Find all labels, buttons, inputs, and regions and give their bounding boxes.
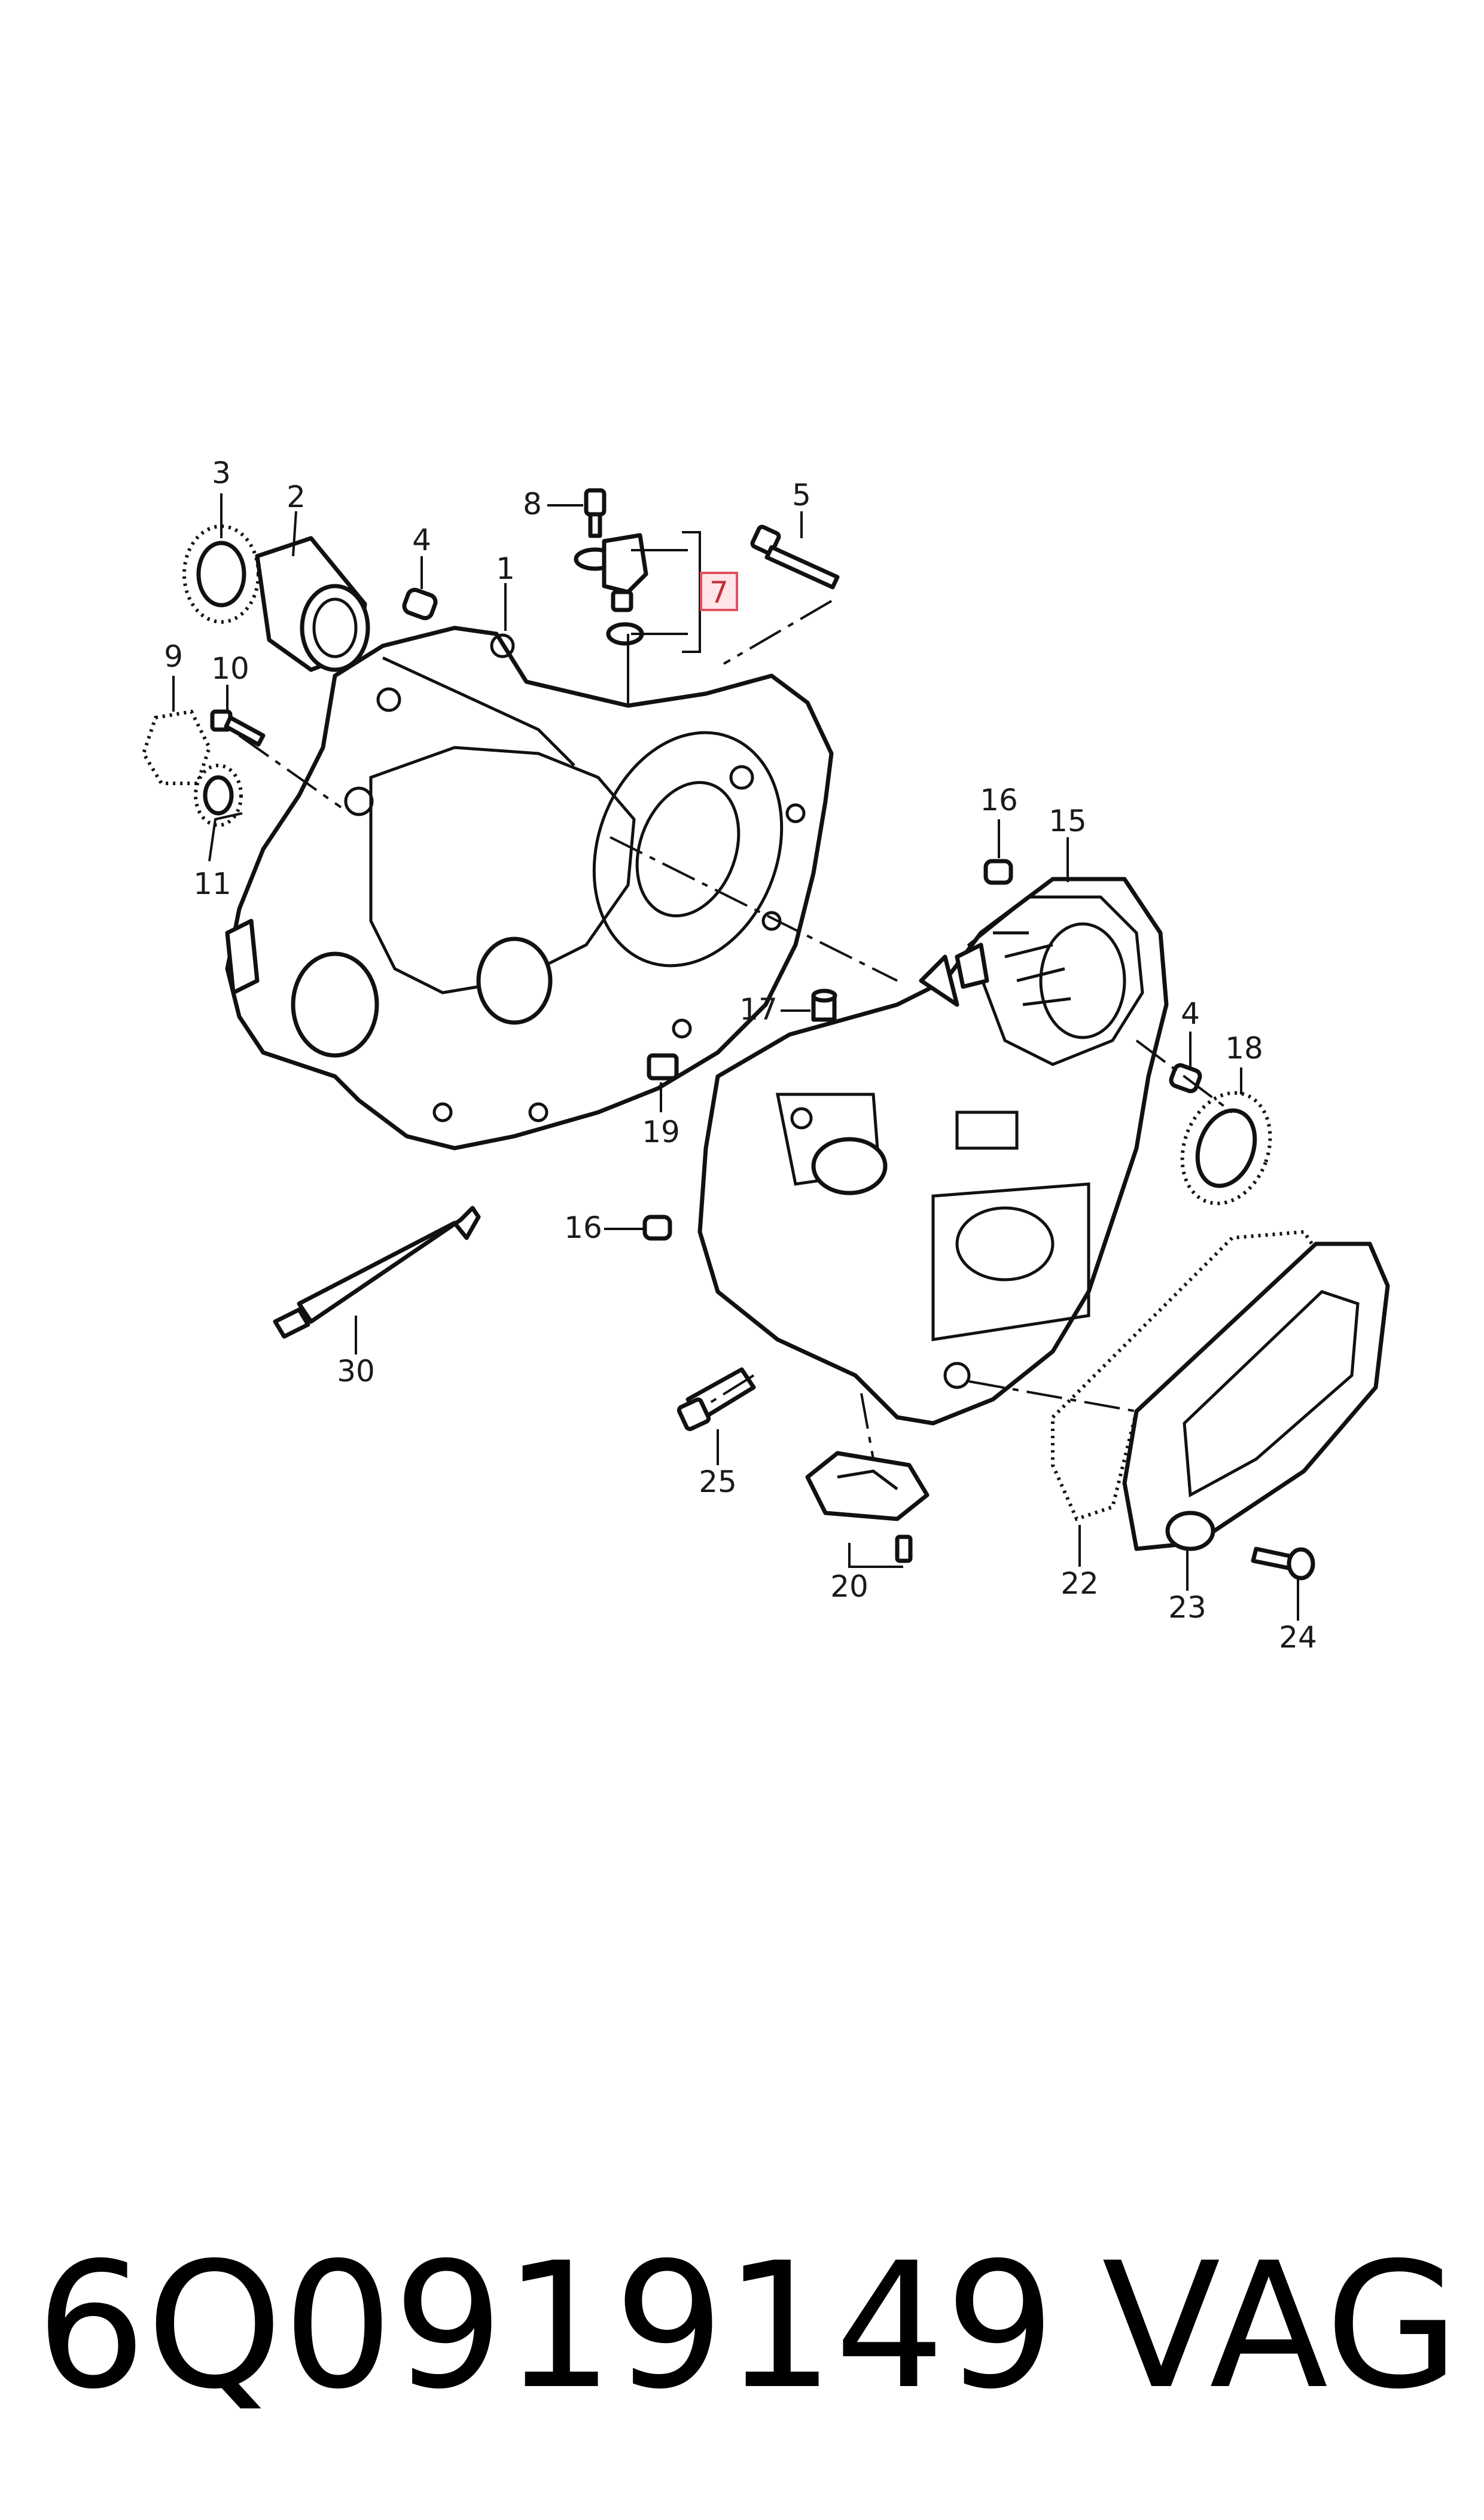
callout-7-highlight-box: [700, 572, 738, 611]
callout-10: 10: [211, 651, 249, 686]
callout-22: 22: [1061, 1566, 1099, 1601]
callout-18: 18: [1225, 1031, 1263, 1066]
bracket-20: [805, 1451, 930, 1563]
bolt-24: [1251, 1546, 1315, 1581]
seal-ring-3: [182, 524, 260, 624]
callout-1: 1: [496, 551, 515, 586]
gearbox-housing-drawing: [225, 626, 834, 1151]
callout-5: 5: [792, 478, 811, 512]
clip-19: [647, 1053, 679, 1081]
callout-20: 20: [830, 1569, 869, 1604]
callout-23: 23: [1168, 1590, 1206, 1625]
callout-30: 30: [337, 1354, 375, 1389]
sensor-25: [677, 1367, 756, 1432]
part-number: 6Q0919149: [36, 2226, 1055, 2427]
transmission-case-drawing: [697, 877, 1169, 1426]
bolt-8-sensor-7: [574, 488, 648, 646]
cap-9: [141, 709, 212, 785]
callout-9: 9: [164, 639, 183, 674]
dowel-pin-16a: [983, 859, 1013, 885]
callout-11: 11: [193, 867, 231, 901]
cover-23: [1122, 1241, 1390, 1551]
callout-19: 19: [642, 1115, 680, 1149]
bolt-10: [210, 709, 266, 747]
callout-17: 17: [739, 992, 778, 1027]
dowel-pin-16b: [642, 1215, 672, 1241]
callout-2: 2: [287, 480, 306, 514]
sealant-tube-30: [273, 1206, 481, 1339]
callout-4a: 4: [412, 523, 431, 557]
leader-lines: [172, 493, 1299, 1621]
callout-3: 3: [212, 456, 231, 490]
brand-label: VAG: [1102, 2226, 1459, 2427]
flange-2: [255, 536, 370, 672]
dowel-pin-4a: [402, 587, 438, 621]
callout-15: 15: [1049, 804, 1087, 838]
bolt-5: [750, 524, 840, 590]
callout-16a: 16: [980, 783, 1018, 817]
plug-17: [811, 989, 837, 1022]
seal-ring-11: [194, 764, 243, 827]
seal-ring-18: [1180, 1091, 1272, 1206]
callout-labels: 1 2 3 4 5 8 7 9 10 11 16 15 17 4 18 19 1…: [164, 456, 1317, 1655]
callout-4b: 4: [1181, 996, 1200, 1031]
callout-16b: 16: [564, 1210, 602, 1245]
callout-7: 7: [709, 575, 729, 610]
callout-25: 25: [699, 1465, 737, 1499]
callout-24: 24: [1279, 1620, 1317, 1655]
callout-8: 8: [523, 487, 542, 521]
